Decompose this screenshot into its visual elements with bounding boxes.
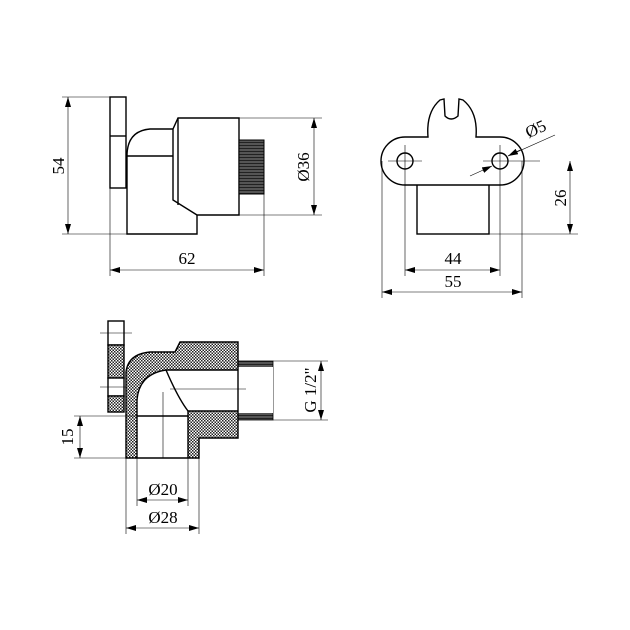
- mounting-flange: [109, 96, 127, 189]
- dimension-hole-diameter: Ø5: [522, 116, 549, 142]
- elbow-section: [125, 341, 239, 459]
- front-view: Ø5 26 44 55: [380, 98, 578, 298]
- union-nut: [172, 117, 240, 216]
- socket-body: [416, 179, 490, 235]
- dimension-hole-spacing: 44: [445, 249, 463, 268]
- dimension-thread: G 1/2": [301, 367, 320, 412]
- dimension-front-height: 26: [551, 190, 570, 207]
- dimension-socket-depth: 15: [58, 429, 77, 446]
- dimension-length: 62: [179, 249, 196, 268]
- male-thread: [238, 139, 265, 195]
- dimension-inner-diameter: Ø20: [148, 480, 177, 499]
- dimension-nut-diameter: Ø36: [294, 152, 313, 181]
- side-view: 54 Ø36 62: [49, 96, 322, 276]
- dimension-width: 55: [445, 272, 462, 291]
- flange-section-upper: [107, 344, 125, 379]
- flange-section-lower: [107, 395, 125, 413]
- wall-plate: [380, 98, 525, 186]
- dimension-outer-diameter: Ø28: [148, 508, 177, 527]
- dimension-height: 54: [49, 157, 68, 175]
- section-view: 15 G 1/2" Ø20 Ø28: [58, 320, 328, 534]
